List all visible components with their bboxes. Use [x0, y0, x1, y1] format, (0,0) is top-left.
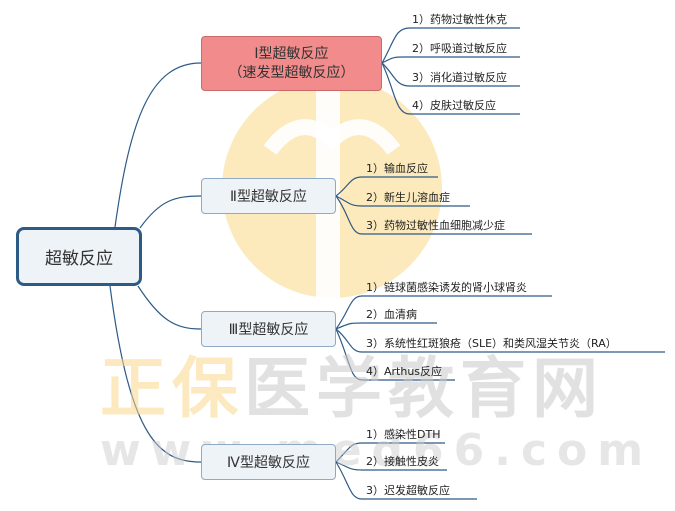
leaf-type3-item2[interactable]: 2）血清病	[366, 308, 417, 321]
root-node[interactable]: 超敏反应	[16, 227, 142, 286]
type1-node[interactable]: I型超敏反应 （速发型超敏反应）	[201, 36, 382, 91]
leaf-type3-item1[interactable]: 1）链球菌感染诱发的肾小球肾炎	[366, 281, 527, 294]
type3-node[interactable]: Ⅲ型超敏反应	[201, 311, 336, 347]
leaf-type3-item4[interactable]: 4）Arthus反应	[366, 365, 443, 378]
leaf-type1-item2[interactable]: 2）呼吸道过敏反应	[412, 42, 507, 55]
leaf-type2-item3[interactable]: 3）药物过敏性血细胞减少症	[366, 219, 505, 232]
leaf-type1-item1[interactable]: 1）药物过敏性休克	[412, 13, 507, 26]
watermark-brand: 正保	[100, 350, 244, 427]
leaf-type2-item1[interactable]: 1）输血反应	[366, 162, 428, 175]
leaf-type4-item3[interactable]: 3）迟发超敏反应	[366, 484, 450, 497]
watermark-url: www.med66.com	[100, 425, 654, 476]
watermark-text: 正保医学教育网	[100, 335, 604, 431]
type4-node[interactable]: Ⅳ型超敏反应	[201, 444, 336, 480]
leaf-type1-item3[interactable]: 3）消化道过敏反应	[412, 71, 507, 84]
type1-subtitle: （速发型超敏反应）	[228, 64, 355, 81]
leaf-type4-item2[interactable]: 2）接触性皮炎	[366, 455, 439, 468]
type2-node[interactable]: Ⅱ型超敏反应	[201, 178, 336, 214]
leaf-type4-item1[interactable]: 1）感染性DTH	[366, 428, 441, 441]
type1-title: I型超敏反应	[254, 45, 329, 62]
leaf-type3-item3[interactable]: 3）系统性红斑狼疮（SLE）和类风湿关节炎（RA）	[366, 337, 617, 350]
watermark-site-name: 医学教育网	[244, 350, 604, 427]
leaf-type1-item4[interactable]: 4）皮肤过敏反应	[412, 99, 496, 112]
leaf-type2-item2[interactable]: 2）新生儿溶血症	[366, 191, 450, 204]
